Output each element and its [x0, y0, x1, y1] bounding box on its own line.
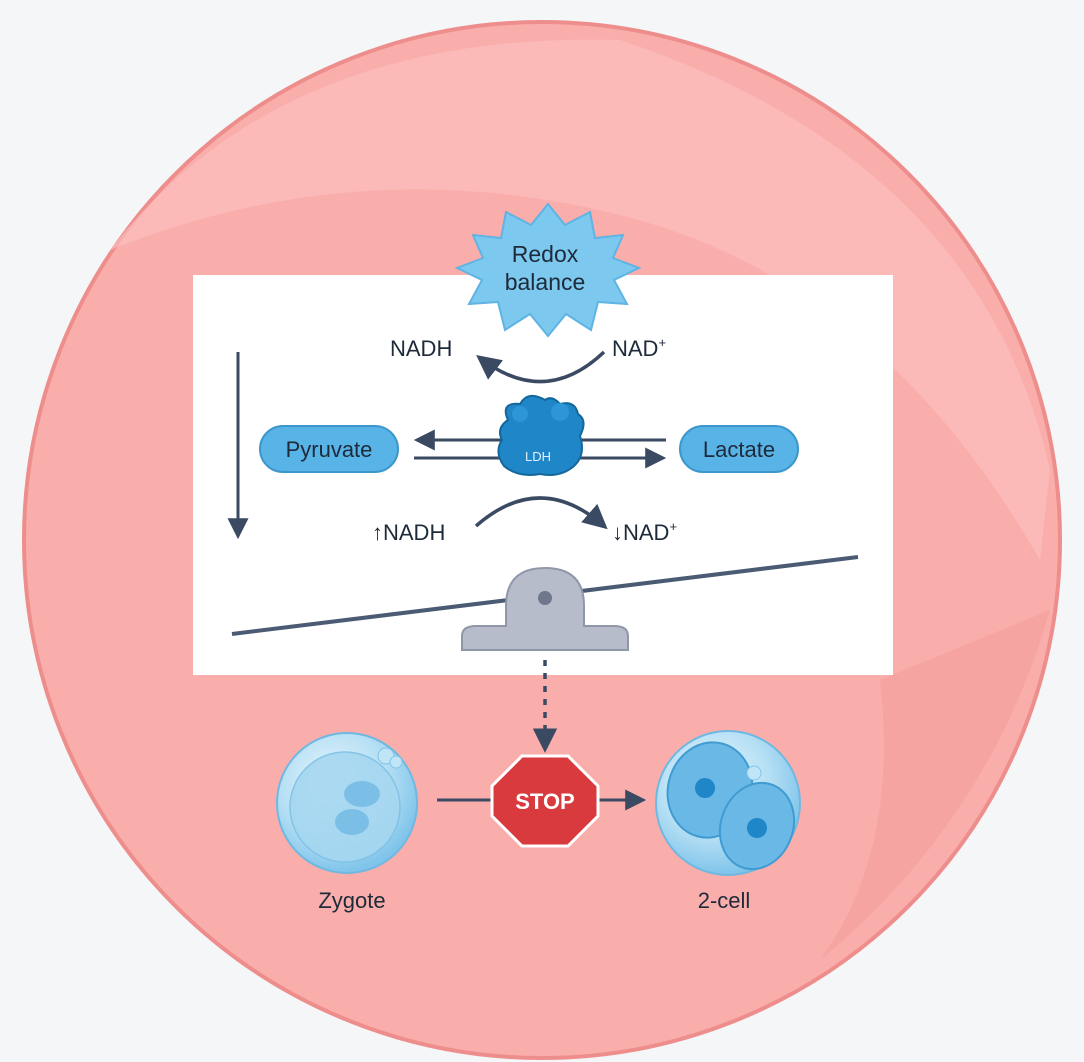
lactate-label: Lactate	[703, 437, 775, 462]
redox-label-line2: balance	[505, 269, 586, 295]
two-cell-nucleus-2	[747, 818, 767, 838]
bottom-nadh-label: ↑NADH	[372, 520, 445, 545]
circle-highlight	[110, 39, 1050, 561]
seesaw-pivot	[538, 591, 552, 605]
pyruvate-label: Pyruvate	[286, 437, 373, 462]
stop-label: STOP	[515, 789, 575, 814]
top-nad-label: NAD+	[612, 335, 666, 361]
circle-shade	[820, 610, 1050, 960]
two-cell-polar-body	[746, 765, 762, 781]
pyruvate-pill	[259, 425, 399, 473]
redox-label-line1: Redox	[512, 241, 579, 267]
two-cell-label: 2-cell	[698, 888, 751, 913]
seesaw-fulcrum	[461, 566, 629, 651]
zygote-pronucleus-2	[335, 809, 369, 835]
two-cell-nucleus-1	[695, 778, 715, 798]
ldh-label: LDH	[525, 449, 551, 464]
zygote-pronucleus-1	[344, 781, 380, 807]
ldh-enzyme-bump2	[512, 406, 528, 422]
zygote-polar-body-2	[389, 755, 403, 769]
top-nadh-label: NADH	[390, 336, 452, 361]
zygote-label: Zygote	[318, 888, 385, 913]
ldh-enzyme-bump	[551, 403, 569, 421]
top-curved-arrow	[476, 350, 606, 384]
zygote-inner	[289, 751, 401, 863]
redox-burst-shape	[454, 202, 642, 338]
bottom-curved-arrow	[474, 496, 608, 530]
stop-sign-shape	[490, 754, 600, 848]
lactate-pill	[679, 425, 799, 473]
bottom-nad-label: ↓NAD+	[612, 519, 677, 545]
